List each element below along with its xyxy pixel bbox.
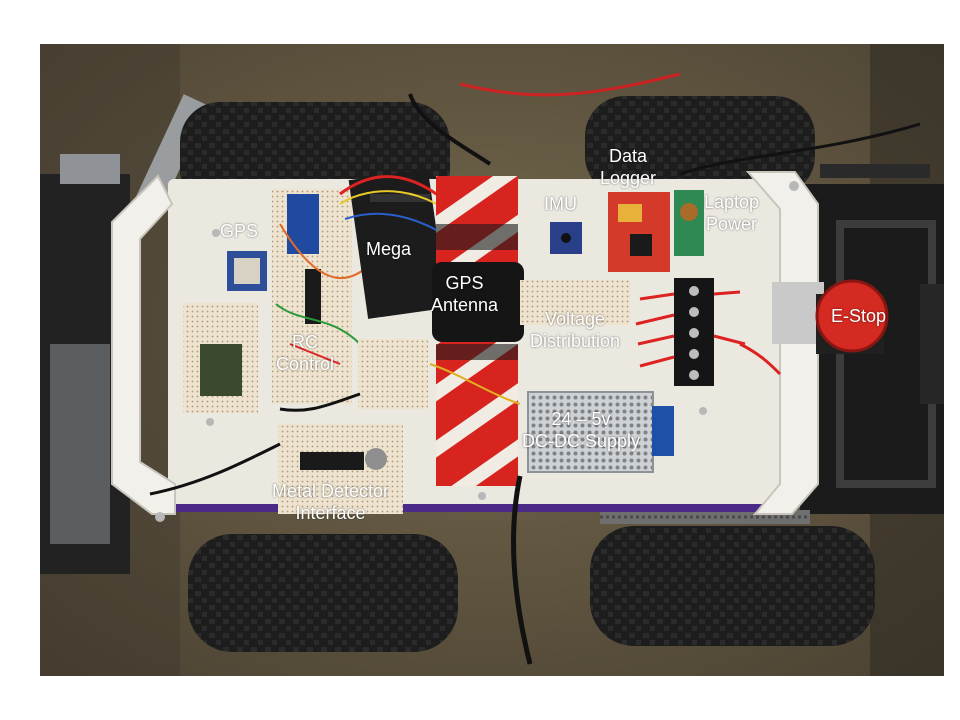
gps-antenna-tape	[432, 176, 524, 486]
label-rc-control-line1: RC	[292, 332, 319, 352]
label-gps-antenna-line1: GPS	[445, 273, 484, 293]
wheel-bottom-left	[188, 534, 458, 652]
robot-photo: GPS RC Control Mega GPS Antenna IMU Data…	[40, 44, 944, 676]
label-mega-text: Mega	[366, 239, 412, 259]
imu-board	[550, 222, 582, 254]
robot-illustration	[40, 44, 944, 676]
label-metal-detector-interface: Metal Detector Interface	[272, 480, 389, 524]
laptop-power-board	[674, 190, 704, 256]
left-bracket	[111, 174, 176, 515]
label-gps-antenna-line2: Antenna	[431, 295, 499, 315]
label-imu-text: IMU	[544, 194, 577, 214]
label-laptop-power-line2: Power	[706, 214, 758, 234]
label-mega: Mega	[366, 238, 411, 260]
label-rc-control: RC Control	[276, 331, 334, 375]
label-metal-detector-line2: Interface	[295, 503, 366, 523]
data-logger-board	[608, 192, 670, 272]
label-data-logger-line1: Data	[609, 146, 648, 166]
mega-board	[339, 169, 466, 319]
label-voltage-distribution-line2: Distribution	[530, 331, 621, 351]
label-voltage-distribution-line1: Voltage	[544, 309, 606, 329]
left-breadboard	[183, 303, 258, 413]
label-imu: IMU	[544, 193, 577, 215]
label-laptop-power: Laptop Power	[704, 191, 759, 235]
label-gps: GPS	[220, 220, 258, 242]
label-gps-antenna: GPS Antenna	[431, 272, 498, 316]
dc-dc-supply	[527, 391, 674, 473]
label-gps-text: GPS	[220, 221, 259, 241]
voltage-distribution-breadboard	[520, 280, 630, 325]
mid-breadboard	[358, 339, 428, 409]
wheel-bottom-right	[590, 526, 875, 646]
rc-breadboard	[272, 189, 371, 404]
terminal-block	[635, 278, 746, 386]
label-laptop-power-line1: Laptop	[704, 192, 760, 212]
label-voltage-distribution: Voltage Distribution	[530, 308, 620, 352]
label-e-stop-text: E-Stop	[831, 306, 887, 326]
label-rc-control-line2: Control	[276, 354, 335, 374]
label-dc-dc-supply-line2: DC-DC Supply	[522, 431, 641, 451]
label-data-logger-line2: Logger	[600, 168, 657, 188]
label-data-logger: Data Logger	[600, 145, 656, 189]
label-dc-dc-supply-line1: 24 – 5v	[551, 409, 611, 429]
e-stop-assembly	[772, 279, 889, 354]
label-e-stop: E-Stop	[831, 305, 886, 327]
gps-module	[227, 251, 267, 291]
label-metal-detector-line1: Metal Detector	[272, 481, 390, 501]
metal-detector-board	[149, 424, 403, 514]
label-dc-dc-supply: 24 – 5v DC-DC Supply	[522, 408, 640, 452]
